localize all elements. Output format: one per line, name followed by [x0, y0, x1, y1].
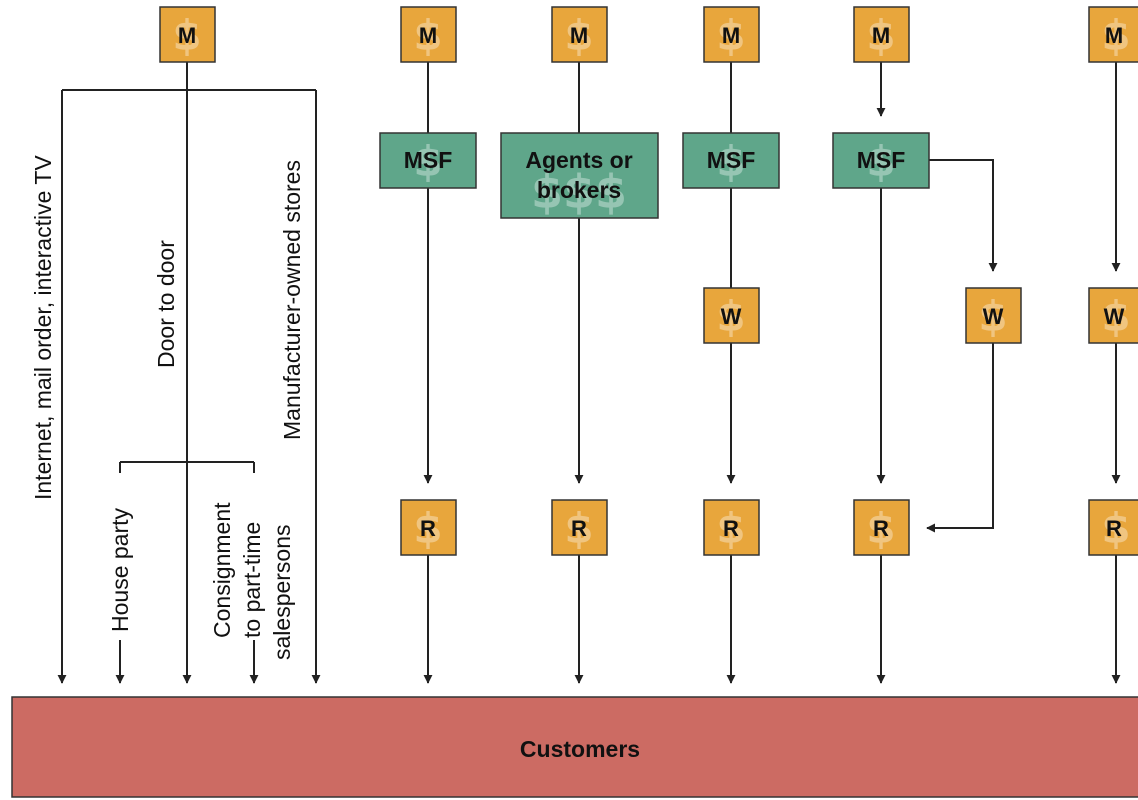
manufacturer-box: $ M	[853, 6, 910, 63]
dollar-icon: $	[716, 137, 745, 186]
svg-text:M: M	[570, 23, 588, 48]
msf-to-wholesaler-arrow	[929, 159, 998, 272]
dollar-icon: $	[716, 292, 745, 341]
consignment-label-line1: Consignment	[209, 502, 235, 638]
dollar-icon: $	[866, 11, 895, 60]
svg-text:M: M	[1105, 23, 1123, 48]
agents-brokers-box: $$$ Agents or brokers	[500, 132, 659, 219]
manufacturer-owned-stores-label: Manufacturer-owned stores	[279, 160, 305, 440]
svg-text:R: R	[420, 516, 436, 541]
svg-text:R: R	[1106, 516, 1122, 541]
house-party-label: House party	[107, 507, 133, 632]
wholesaler-box: $ W	[1088, 287, 1138, 344]
wholesaler-box: $ W	[965, 287, 1022, 344]
manufacturer-box: $ M	[551, 6, 608, 63]
consignment-label-line3: salespersons	[269, 524, 295, 660]
customers-box: Customers	[11, 696, 1138, 798]
svg-text:Agents or: Agents or	[525, 147, 632, 173]
retailer-box: $ R	[1088, 499, 1138, 556]
internet-mail-order-label: Internet, mail order, interactive TV	[30, 155, 56, 500]
msf-box: $ MSF	[682, 132, 780, 189]
svg-text:MSF: MSF	[707, 147, 756, 173]
manufacturer-box-direct: $ M	[159, 6, 216, 63]
channel-msf-wholesaler-retailer: $ M $ MSF $ W $ R	[682, 6, 780, 684]
channel-msf-split: $ M $ MSF $ W $ R	[832, 6, 1022, 684]
retailer-box: $ R	[551, 499, 608, 556]
dollar-icon: $	[564, 504, 593, 553]
svg-text:R: R	[723, 516, 739, 541]
manufacturer-box: $ M	[1088, 6, 1138, 63]
svg-text:M: M	[419, 23, 437, 48]
svg-text:R: R	[873, 516, 889, 541]
msf-box: $ MSF	[379, 132, 477, 189]
svg-text:M: M	[722, 23, 740, 48]
dollar-icon: $	[564, 11, 593, 60]
consignment-label-line2: to part-time	[239, 522, 265, 638]
manufacturer-box: $ M	[703, 6, 760, 63]
svg-text:W: W	[721, 304, 742, 329]
door-to-door-label: Door to door	[153, 240, 179, 368]
dollar-icon: $	[716, 11, 745, 60]
retailer-box: $ R	[400, 499, 457, 556]
direct-channels: $ M Internet, mail order, interactive TV…	[30, 6, 321, 684]
dollar-icon: $	[1101, 11, 1130, 60]
channel-msf-retailer: $ M $ MSF $ R	[379, 6, 477, 684]
dollar-icon: $	[866, 504, 895, 553]
dollar-icon: $	[413, 137, 442, 186]
channel-agents-retailer: $ M $$$ Agents or brokers $ R	[500, 6, 659, 684]
svg-text:M: M	[872, 23, 890, 48]
dollar-icon: $	[978, 292, 1007, 341]
channel-wholesaler-retailer: $ M $ W $ R	[1088, 6, 1138, 684]
wholesaler-to-retailer-arrow	[926, 343, 994, 533]
dollar-icon: $	[866, 137, 895, 186]
svg-text:MSF: MSF	[857, 147, 906, 173]
svg-text:W: W	[1104, 304, 1125, 329]
dollar-icon: $	[1101, 504, 1130, 553]
customers-label: Customers	[520, 736, 640, 762]
dollar-icon: $	[413, 11, 442, 60]
msf-box: $ MSF	[832, 132, 930, 189]
dollar-icon: $	[1101, 292, 1130, 341]
dollar-icon: $	[413, 504, 442, 553]
dollar-icons: $$$	[531, 165, 627, 219]
retailer-box: $ R	[853, 499, 910, 556]
retailer-box: $ R	[703, 499, 760, 556]
dollar-icon: $	[172, 11, 201, 60]
manufacturer-label: M	[178, 23, 196, 48]
dollar-icon: $	[716, 504, 745, 553]
svg-text:W: W	[983, 304, 1004, 329]
svg-text:brokers: brokers	[537, 177, 621, 203]
manufacturer-box: $ M	[400, 6, 457, 63]
svg-text:MSF: MSF	[404, 147, 453, 173]
svg-text:R: R	[571, 516, 587, 541]
wholesaler-box: $ W	[703, 287, 760, 344]
